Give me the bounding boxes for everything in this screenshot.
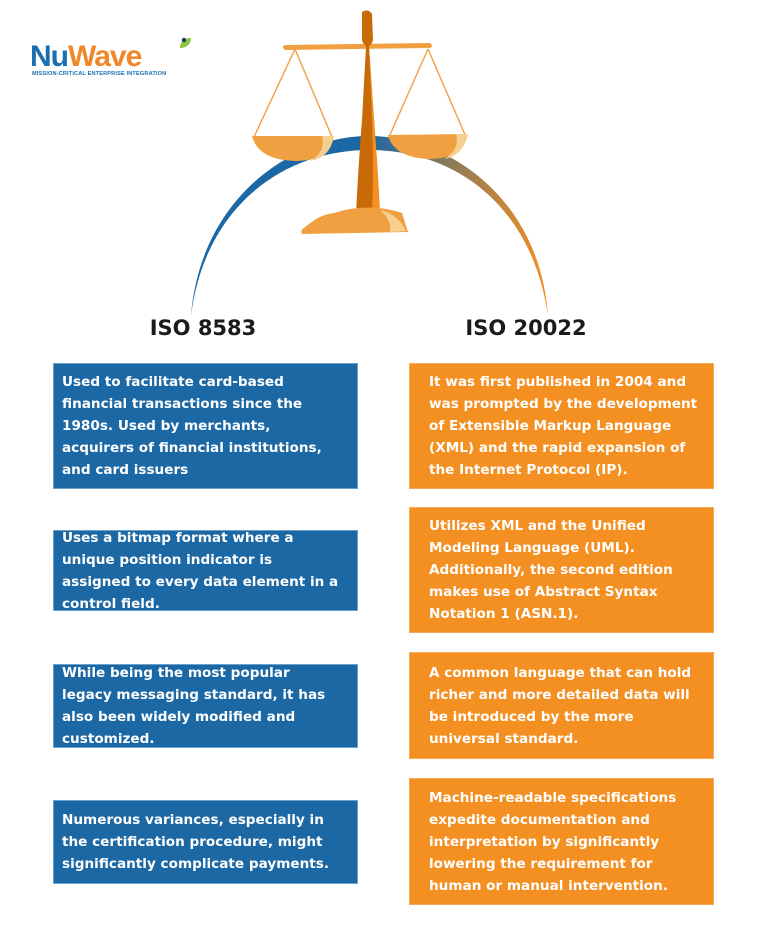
item-text: It was first published in 2004 and was p… [429,374,698,478]
scales-illustration [191,10,548,316]
item-text: Utilizes XML and the Unified Modeling La… [429,518,673,622]
logo-nu: Nu [30,40,69,73]
iso-20022-item-2: Utilizes XML and the Unified Modeling La… [409,507,714,633]
item-text: Used to facilitate card-based financial … [62,374,322,478]
logo-wordmark: NuWave [30,40,142,73]
logo-wave: Wave [68,40,142,73]
iso-20022-item-4: Machine-readable specifications expedite… [409,778,714,905]
scales-of-justice-icon [252,10,468,234]
iso-8583-item-2: Uses a bitmap format where a unique posi… [53,530,358,612]
item-text: Uses a bitmap format where a unique posi… [62,529,339,612]
iso-20022-item-1: It was first published in 2004 and was p… [409,363,714,489]
item-text: A common language that can hold richer a… [429,664,692,747]
iso-8583-item-1: Used to facilitate card-based financial … [53,363,358,489]
nuwave-logo: NuWave MISSION-CRITICAL ENTERPRISE INTEG… [30,37,200,82]
leaf-icon [180,37,191,48]
iso-8583-title: ISO 8583 [149,316,257,340]
item-text: Machine-readable specifications expedite… [429,789,677,894]
iso-20022-title: ISO 20022 [465,316,587,340]
item-text: While being the most popular legacy mess… [62,665,326,747]
iso-8583-item-3: While being the most popular legacy mess… [53,664,358,748]
iso-8583-item-4: Numerous variances, especially in the ce… [53,800,358,884]
item-text: Numerous variances, especially in the ce… [62,812,330,872]
iso-20022-item-3: A common language that can hold richer a… [409,652,714,759]
logo-tagline: MISSION-CRITICAL ENTERPRISE INTEGRATION [32,71,167,77]
